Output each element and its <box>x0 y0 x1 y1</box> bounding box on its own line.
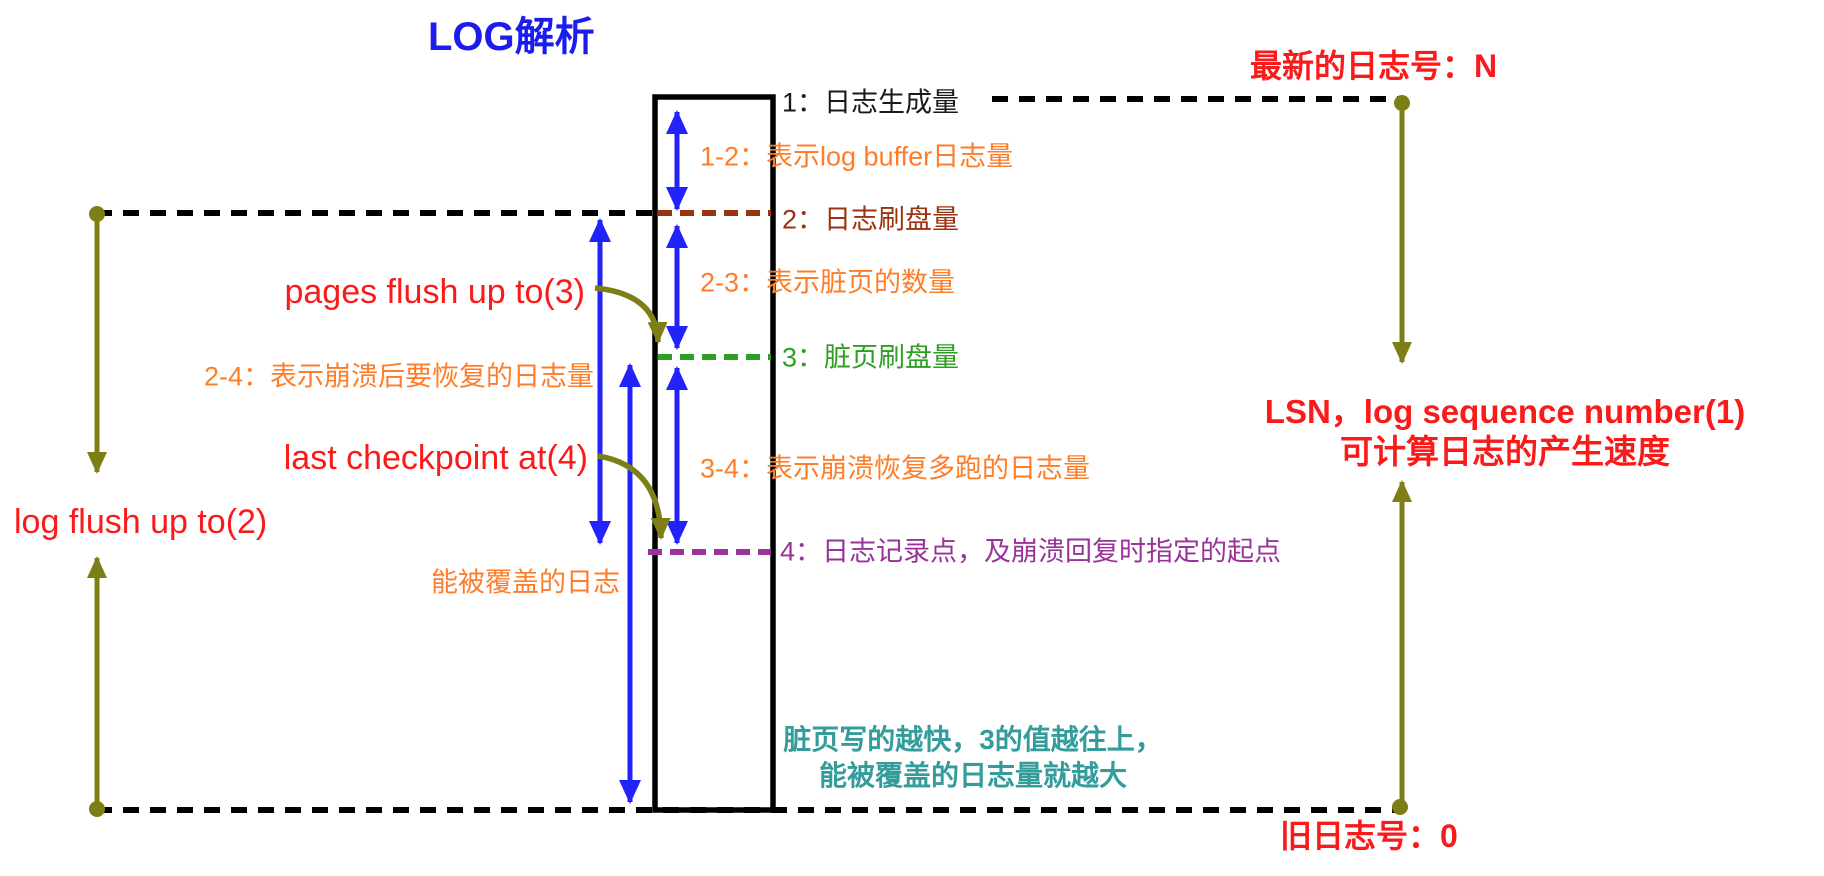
olive-dot-left-top <box>89 206 105 222</box>
olive-dot-left-bottom <box>89 801 105 817</box>
label-lsn-line1: LSN，log sequence number(1) <box>1264 393 1746 430</box>
label-log-flush: log flush up to(2) <box>14 503 268 541</box>
label-level4: 4：日志记录点，及崩溃回复时指定的起点 <box>780 536 1282 567</box>
label-range-2-3: 2-3：表示脏页的数量 <box>700 267 956 298</box>
olive-dot-right-top <box>1394 95 1410 111</box>
label-lsn-block: LSN，log sequence number(1) 可计算日志的产生速度 <box>1245 392 1765 472</box>
log-box <box>652 94 776 813</box>
label-last-checkpoint: last checkpoint at(4) <box>283 439 588 477</box>
label-pages-flush: pages flush up to(3) <box>284 273 585 311</box>
note-dirty-page-speed: 脏页写的越快，3的值越往上， 能被覆盖的日志量就越大 <box>768 722 1178 794</box>
curve-pages-flush-to-level3 <box>594 285 668 344</box>
curve-last-checkpoint-to-level4 <box>597 453 671 540</box>
label-range-3-4: 3-4：表示崩溃恢复多跑的日志量 <box>700 453 1091 484</box>
label-lsn-line2: 可计算日志的产生速度 <box>1340 433 1670 470</box>
label-level3: 3：脏页刷盘量 <box>782 342 960 373</box>
label-range-1-2: 1-2：表示log buffer日志量 <box>700 141 1014 172</box>
label-coverable-log: 能被覆盖的日志 <box>431 567 620 598</box>
label-level2: 2：日志刷盘量 <box>782 204 960 235</box>
label-oldest-log-number: 旧日志号：0 <box>1280 818 1458 854</box>
note-line1: 脏页写的越快，3的值越往上， <box>783 724 1163 755</box>
label-newest-log-number: 最新的日志号：N <box>1250 48 1498 84</box>
diagram-title: LOG解析 <box>428 15 595 59</box>
label-range-2-4: 2-4：表示崩溃后要恢复的日志量 <box>203 361 594 392</box>
label-level1: 1：日志生成量 <box>782 87 960 118</box>
note-line2: 能被覆盖的日志量就越大 <box>818 760 1127 791</box>
olive-dot-right-bottom <box>1392 799 1408 815</box>
